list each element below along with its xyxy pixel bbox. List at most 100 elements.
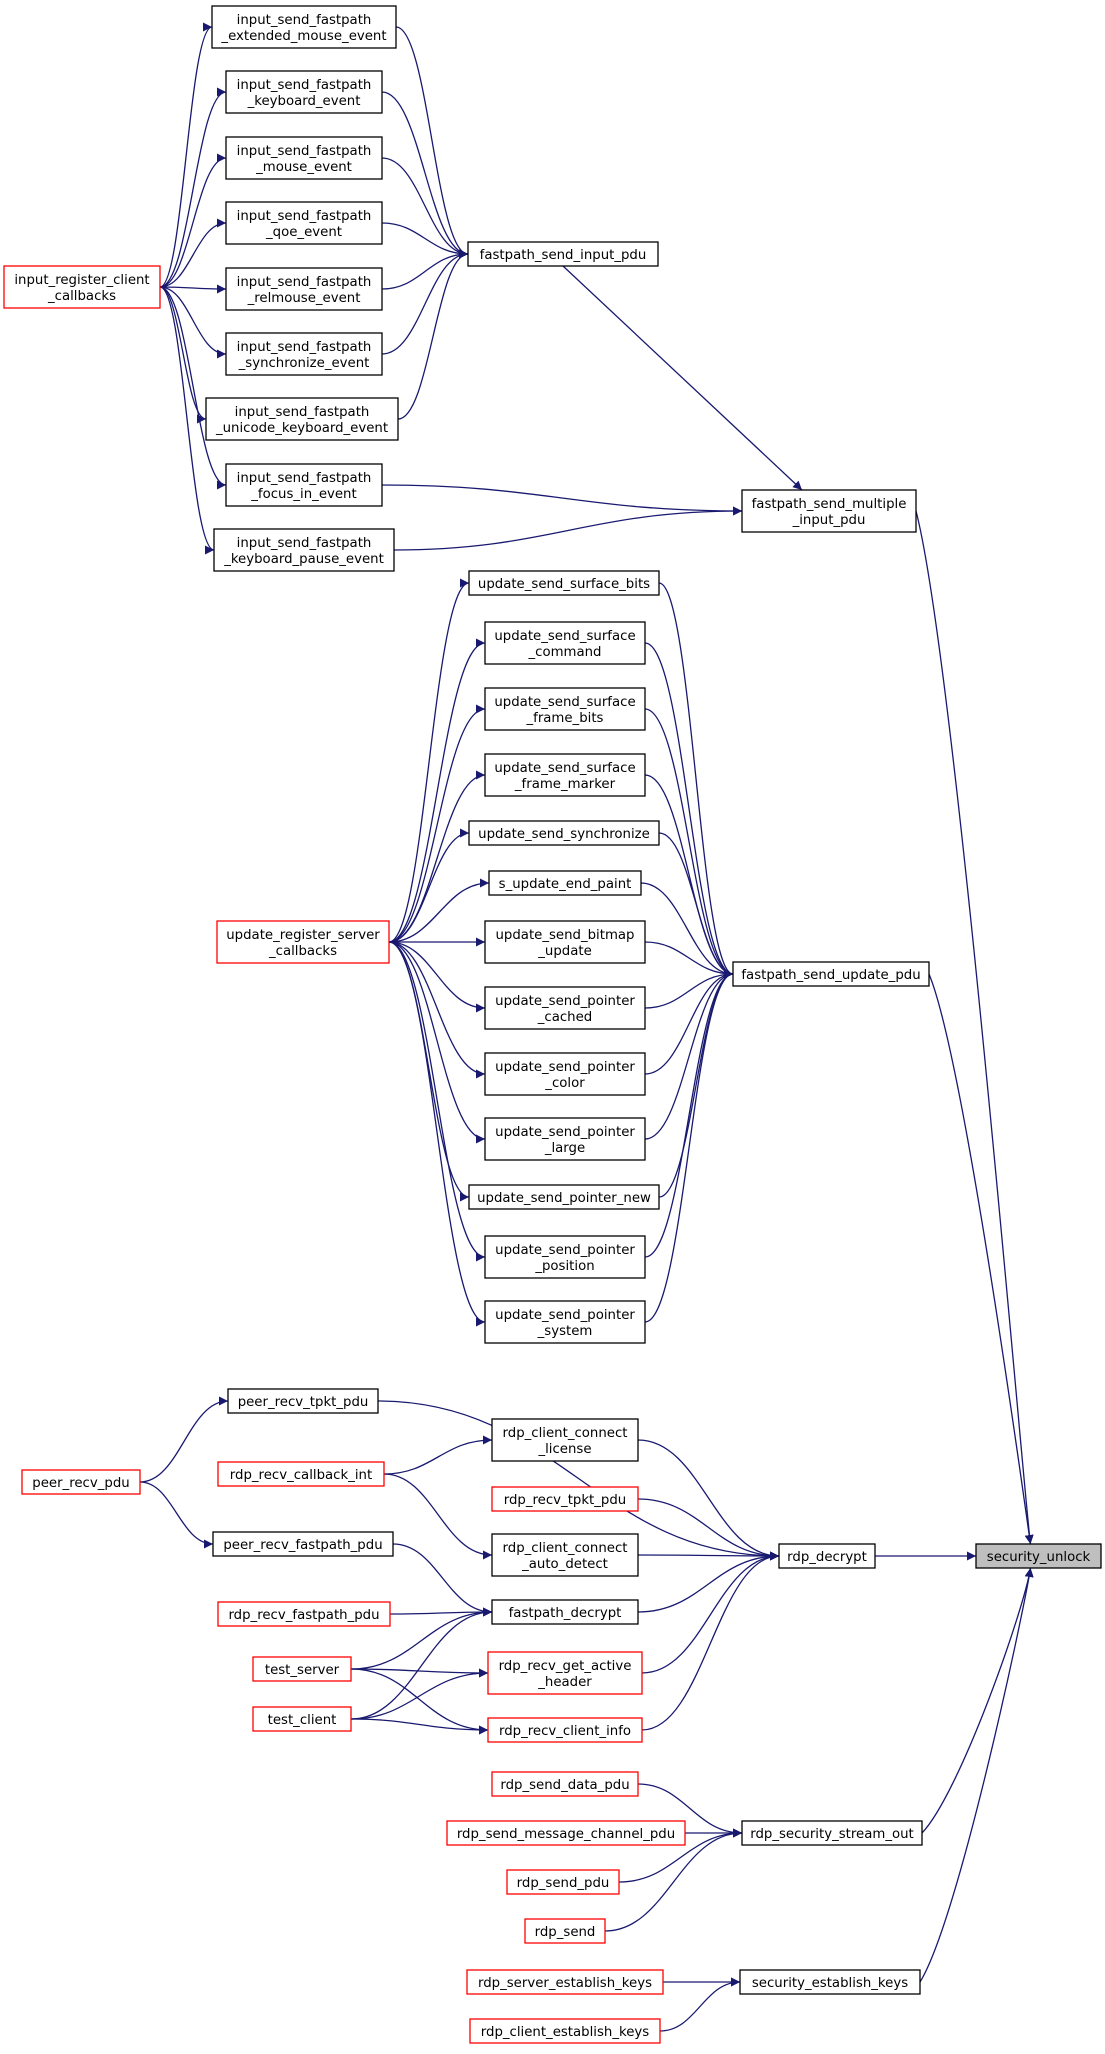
function-node-u6[interactable]: s_update_end_paint	[488, 870, 642, 896]
function-node-n1[interactable]: input_send_fastpath_extended_mouse_event	[211, 5, 397, 49]
node-label: update_send_bitmap	[495, 928, 634, 943]
edge-line	[659, 1977, 741, 2032]
function-node-rsp[interactable]: rdp_send_pdu	[506, 1869, 620, 1895]
node-box	[225, 463, 383, 507]
node-box	[468, 570, 660, 596]
node-label: _keyboard_pause_event	[223, 552, 384, 567]
edge-line	[658, 969, 734, 1198]
function-node-sek[interactable]: security_establish_keys	[739, 1969, 921, 1995]
function-node-irc[interactable]: input_register_client_callbacks	[3, 265, 161, 309]
edge-line	[388, 941, 486, 1144]
function-node-u13[interactable]: update_send_pointer_system	[484, 1300, 646, 1344]
function-node-rsso[interactable]: rdp_security_stream_out	[741, 1820, 923, 1846]
function-node-rd[interactable]: rdp_decrypt	[778, 1543, 876, 1569]
edge-line	[389, 1607, 493, 1617]
function-node-n3[interactable]: input_send_fastpath_mouse_event	[225, 136, 383, 180]
function-node-n2[interactable]: input_send_fastpath_keyboard_event	[225, 70, 383, 114]
function-node-prfp[interactable]: peer_recv_fastpath_pdu	[212, 1531, 394, 1557]
edge-line	[350, 1718, 489, 1735]
edge-line	[159, 284, 227, 294]
function-node-u12[interactable]: update_send_pointer_position	[484, 1235, 646, 1279]
call-edge-prp-to-prtp	[139, 1396, 229, 1483]
node-label: rdp_recv_tpkt_pdu	[504, 1493, 626, 1508]
call-edge-irc-to-n8	[159, 286, 227, 490]
function-node-rsek[interactable]: rdp_server_establish_keys	[466, 1969, 664, 1995]
edge-line	[637, 1498, 780, 1561]
function-node-fd[interactable]: fastpath_decrypt	[491, 1599, 639, 1625]
node-label: s_update_end_paint	[499, 877, 632, 892]
function-node-rcad[interactable]: rdp_client_connect_auto_detect	[491, 1533, 639, 1577]
function-node-rrci[interactable]: rdp_recv_callback_int	[217, 1461, 385, 1487]
call-edge-rsp-to-rsso	[618, 1828, 743, 1883]
edge-line	[393, 506, 743, 551]
function-node-prp[interactable]: peer_recv_pdu	[21, 1469, 141, 1495]
function-node-u7[interactable]: update_send_bitmap_update	[484, 920, 646, 964]
function-node-urs[interactable]: update_register_server_callbacks	[216, 920, 390, 964]
function-node-rcek[interactable]: rdp_client_establish_keys	[469, 2018, 661, 2044]
call-edge-tc-to-rrcinfo	[350, 1718, 489, 1735]
function-node-tc[interactable]: test_client	[252, 1706, 352, 1732]
node-box	[778, 1543, 876, 1569]
node-box	[225, 136, 383, 180]
function-node-fsup[interactable]: fastpath_send_update_pdu	[732, 961, 930, 987]
node-label: _input_pdu	[792, 513, 866, 528]
call-edge-u12-to-fsup	[644, 969, 734, 1258]
call-edge-irc-to-n6	[159, 286, 227, 359]
node-label: input_send_fastpath	[235, 405, 370, 420]
function-node-n8[interactable]: input_send_fastpath_focus_in_event	[225, 463, 383, 507]
node-label: rdp_send_pdu	[517, 1876, 610, 1891]
node-label: _qoe_event	[265, 225, 342, 240]
function-node-rrfp[interactable]: rdp_recv_fastpath_pdu	[217, 1601, 391, 1627]
edge-line	[644, 642, 734, 979]
function-node-rsdp[interactable]: rdp_send_data_pdu	[491, 1771, 639, 1797]
function-node-rcl[interactable]: rdp_client_connect_license	[491, 1418, 639, 1462]
node-label: rdp_recv_callback_int	[230, 1468, 372, 1483]
edge-line	[388, 770, 486, 943]
function-node-n9[interactable]: input_send_fastpath_keyboard_pause_event	[213, 528, 395, 572]
node-label: _extended_mouse_event	[220, 29, 386, 44]
node-label: input_send_fastpath	[237, 275, 372, 290]
function-node-u2[interactable]: update_send_surface_command	[484, 621, 646, 665]
call-edge-urs-to-u2	[388, 638, 486, 943]
call-edge-urs-to-u5	[388, 828, 470, 943]
node-label: input_register_client	[14, 273, 149, 288]
function-node-u10[interactable]: update_send_pointer_large	[484, 1117, 646, 1161]
function-node-u1[interactable]: update_send_surface_bits	[468, 570, 660, 596]
function-node-n6[interactable]: input_send_fastpath_synchronize_event	[225, 332, 383, 376]
function-node-rrgah[interactable]: rdp_recv_get_active_header	[487, 1651, 643, 1695]
function-node-u9[interactable]: update_send_pointer_color	[484, 1052, 646, 1096]
node-box	[491, 1418, 639, 1462]
function-node-rs[interactable]: rdp_send	[524, 1918, 606, 1944]
function-node-rrtp[interactable]: rdp_recv_tpkt_pdu	[491, 1486, 639, 1512]
function-node-n5[interactable]: input_send_fastpath_relmouse_event	[225, 267, 383, 311]
node-box	[225, 332, 383, 376]
function-node-fsip[interactable]: fastpath_send_input_pdu	[467, 241, 659, 267]
edge-line	[928, 973, 1034, 1545]
function-node-u4[interactable]: update_send_surface_frame_marker	[484, 753, 646, 797]
function-node-n4[interactable]: input_send_fastpath_qoe_event	[225, 201, 383, 245]
call-edge-rrcinfo-to-rd	[641, 1551, 780, 1731]
function-node-prtp[interactable]: peer_recv_tpkt_pdu	[227, 1388, 379, 1414]
call-edge-urs-to-u12	[388, 941, 486, 1262]
edge-line	[159, 286, 215, 555]
edge-line	[139, 1481, 214, 1549]
function-node-u11[interactable]: update_send_pointer_new	[468, 1184, 660, 1210]
function-node-u8[interactable]: update_send_pointer_cached	[484, 986, 646, 1030]
call-edge-u1-to-fsup	[658, 582, 734, 979]
node-label: _mouse_event	[255, 160, 352, 175]
call-edge-fsup-to-su	[928, 973, 1034, 1545]
node-label: input_send_fastpath	[237, 78, 372, 93]
node-label: _frame_bits	[525, 711, 603, 726]
edge-line	[350, 1607, 493, 1670]
function-node-fsmip[interactable]: fastpath_send_multiple_input_pdu	[741, 489, 917, 533]
function-node-rsmcp[interactable]: rdp_send_message_channel_pdu	[446, 1820, 686, 1846]
edge-line	[159, 22, 213, 288]
function-node-n7[interactable]: input_send_fastpath_unicode_keyboard_eve…	[205, 397, 399, 441]
function-node-u5[interactable]: update_send_synchronize	[468, 820, 660, 846]
function-node-rrcinfo[interactable]: rdp_recv_client_info	[487, 1717, 643, 1743]
node-box	[467, 241, 659, 267]
call-edge-u7-to-fsup	[644, 941, 734, 979]
node-box	[484, 986, 646, 1030]
function-node-ts[interactable]: test_server	[252, 1656, 352, 1682]
function-node-u3[interactable]: update_send_surface_frame_bits	[484, 687, 646, 731]
